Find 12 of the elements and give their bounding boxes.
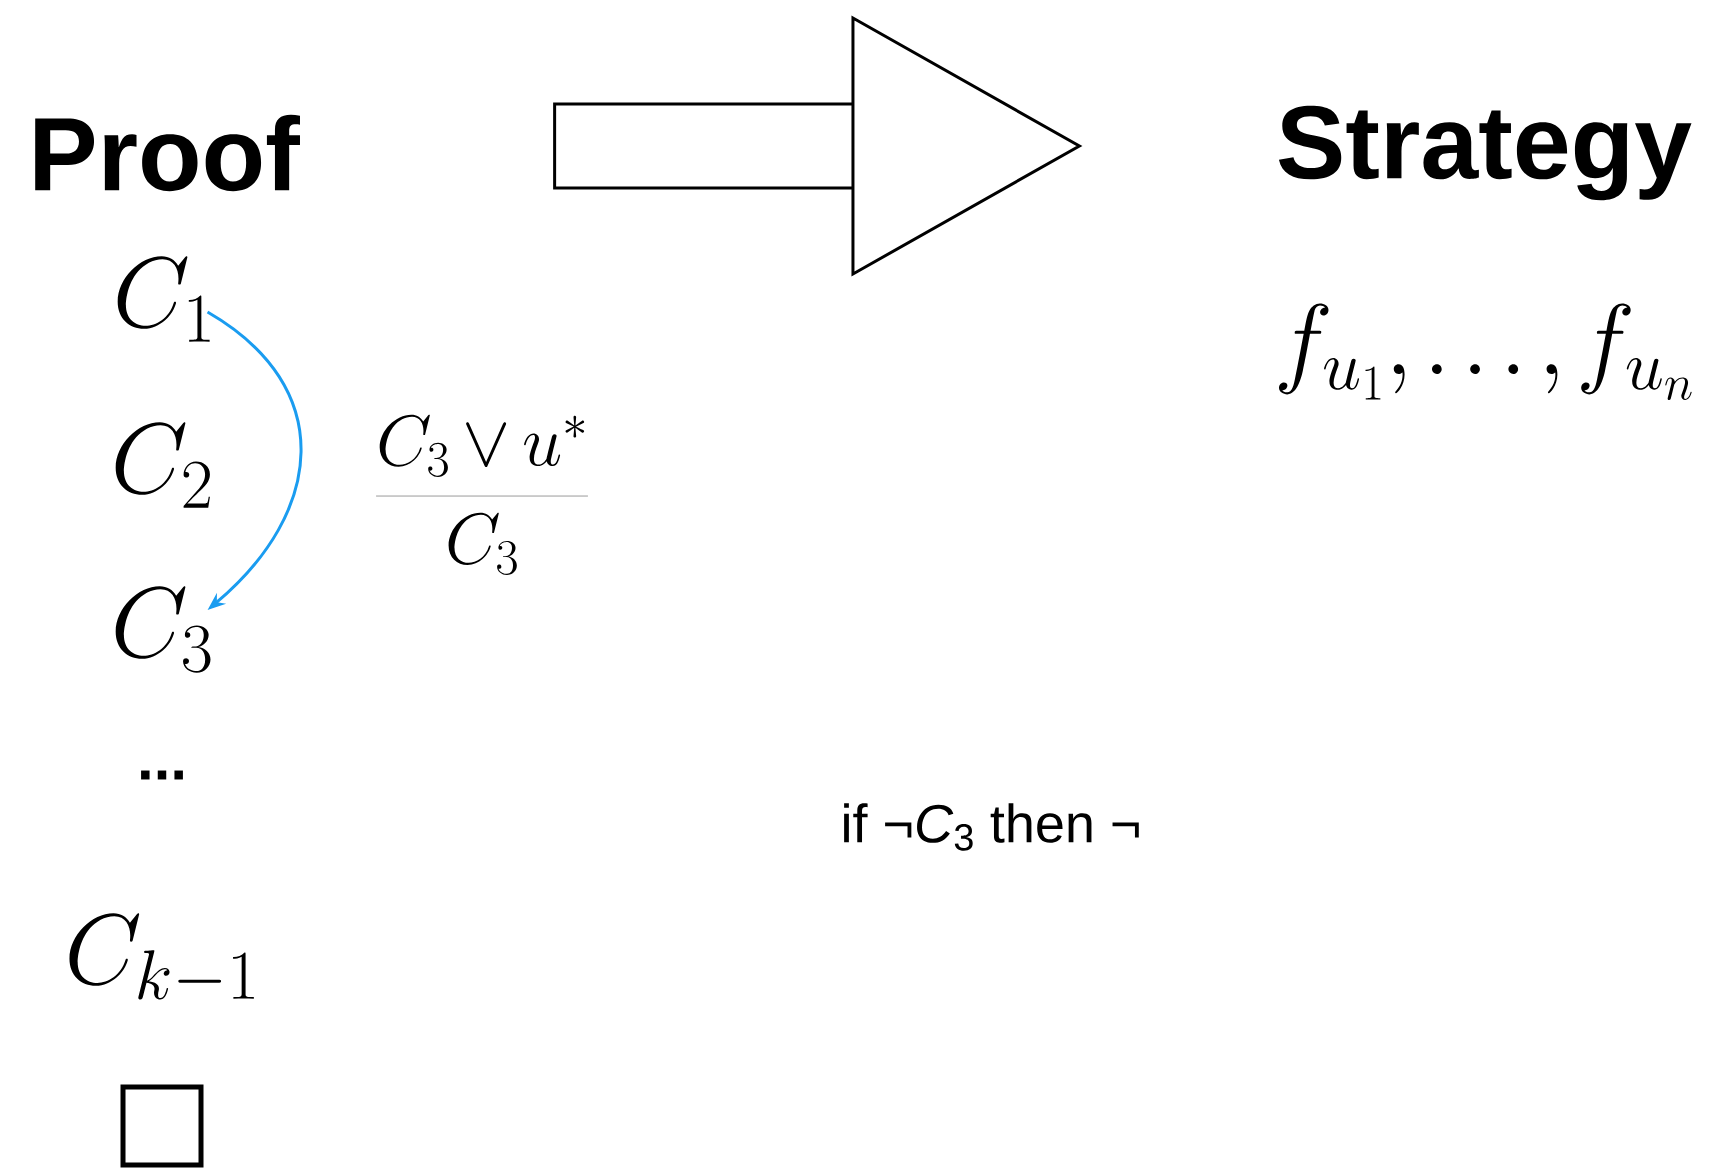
ellipsis: ... — [141, 770, 183, 780]
strategy-formula: $f_{u_1},\ldots,f_{u_n}$ — [1279, 303, 1692, 400]
heading: Proof — [35, 114, 300, 192]
clause-formula: $C_2$ — [115, 422, 210, 508]
condition-text: if ¬C$_{3}$ then ¬ — [844, 803, 1139, 851]
clause-formula: $C_{k-1}$ — [69, 913, 254, 1000]
clause-formula: $C_3$ — [115, 586, 211, 673]
empty-box — [120, 1084, 204, 1168]
clause-formula: $C_1$ — [117, 256, 210, 342]
heading: Strategy — [1278, 105, 1692, 201]
fraction-formula: $\frac{C_3\vee u^*}{C_3}$ — [376, 414, 588, 576]
block-arrow — [553, 15, 1083, 277]
